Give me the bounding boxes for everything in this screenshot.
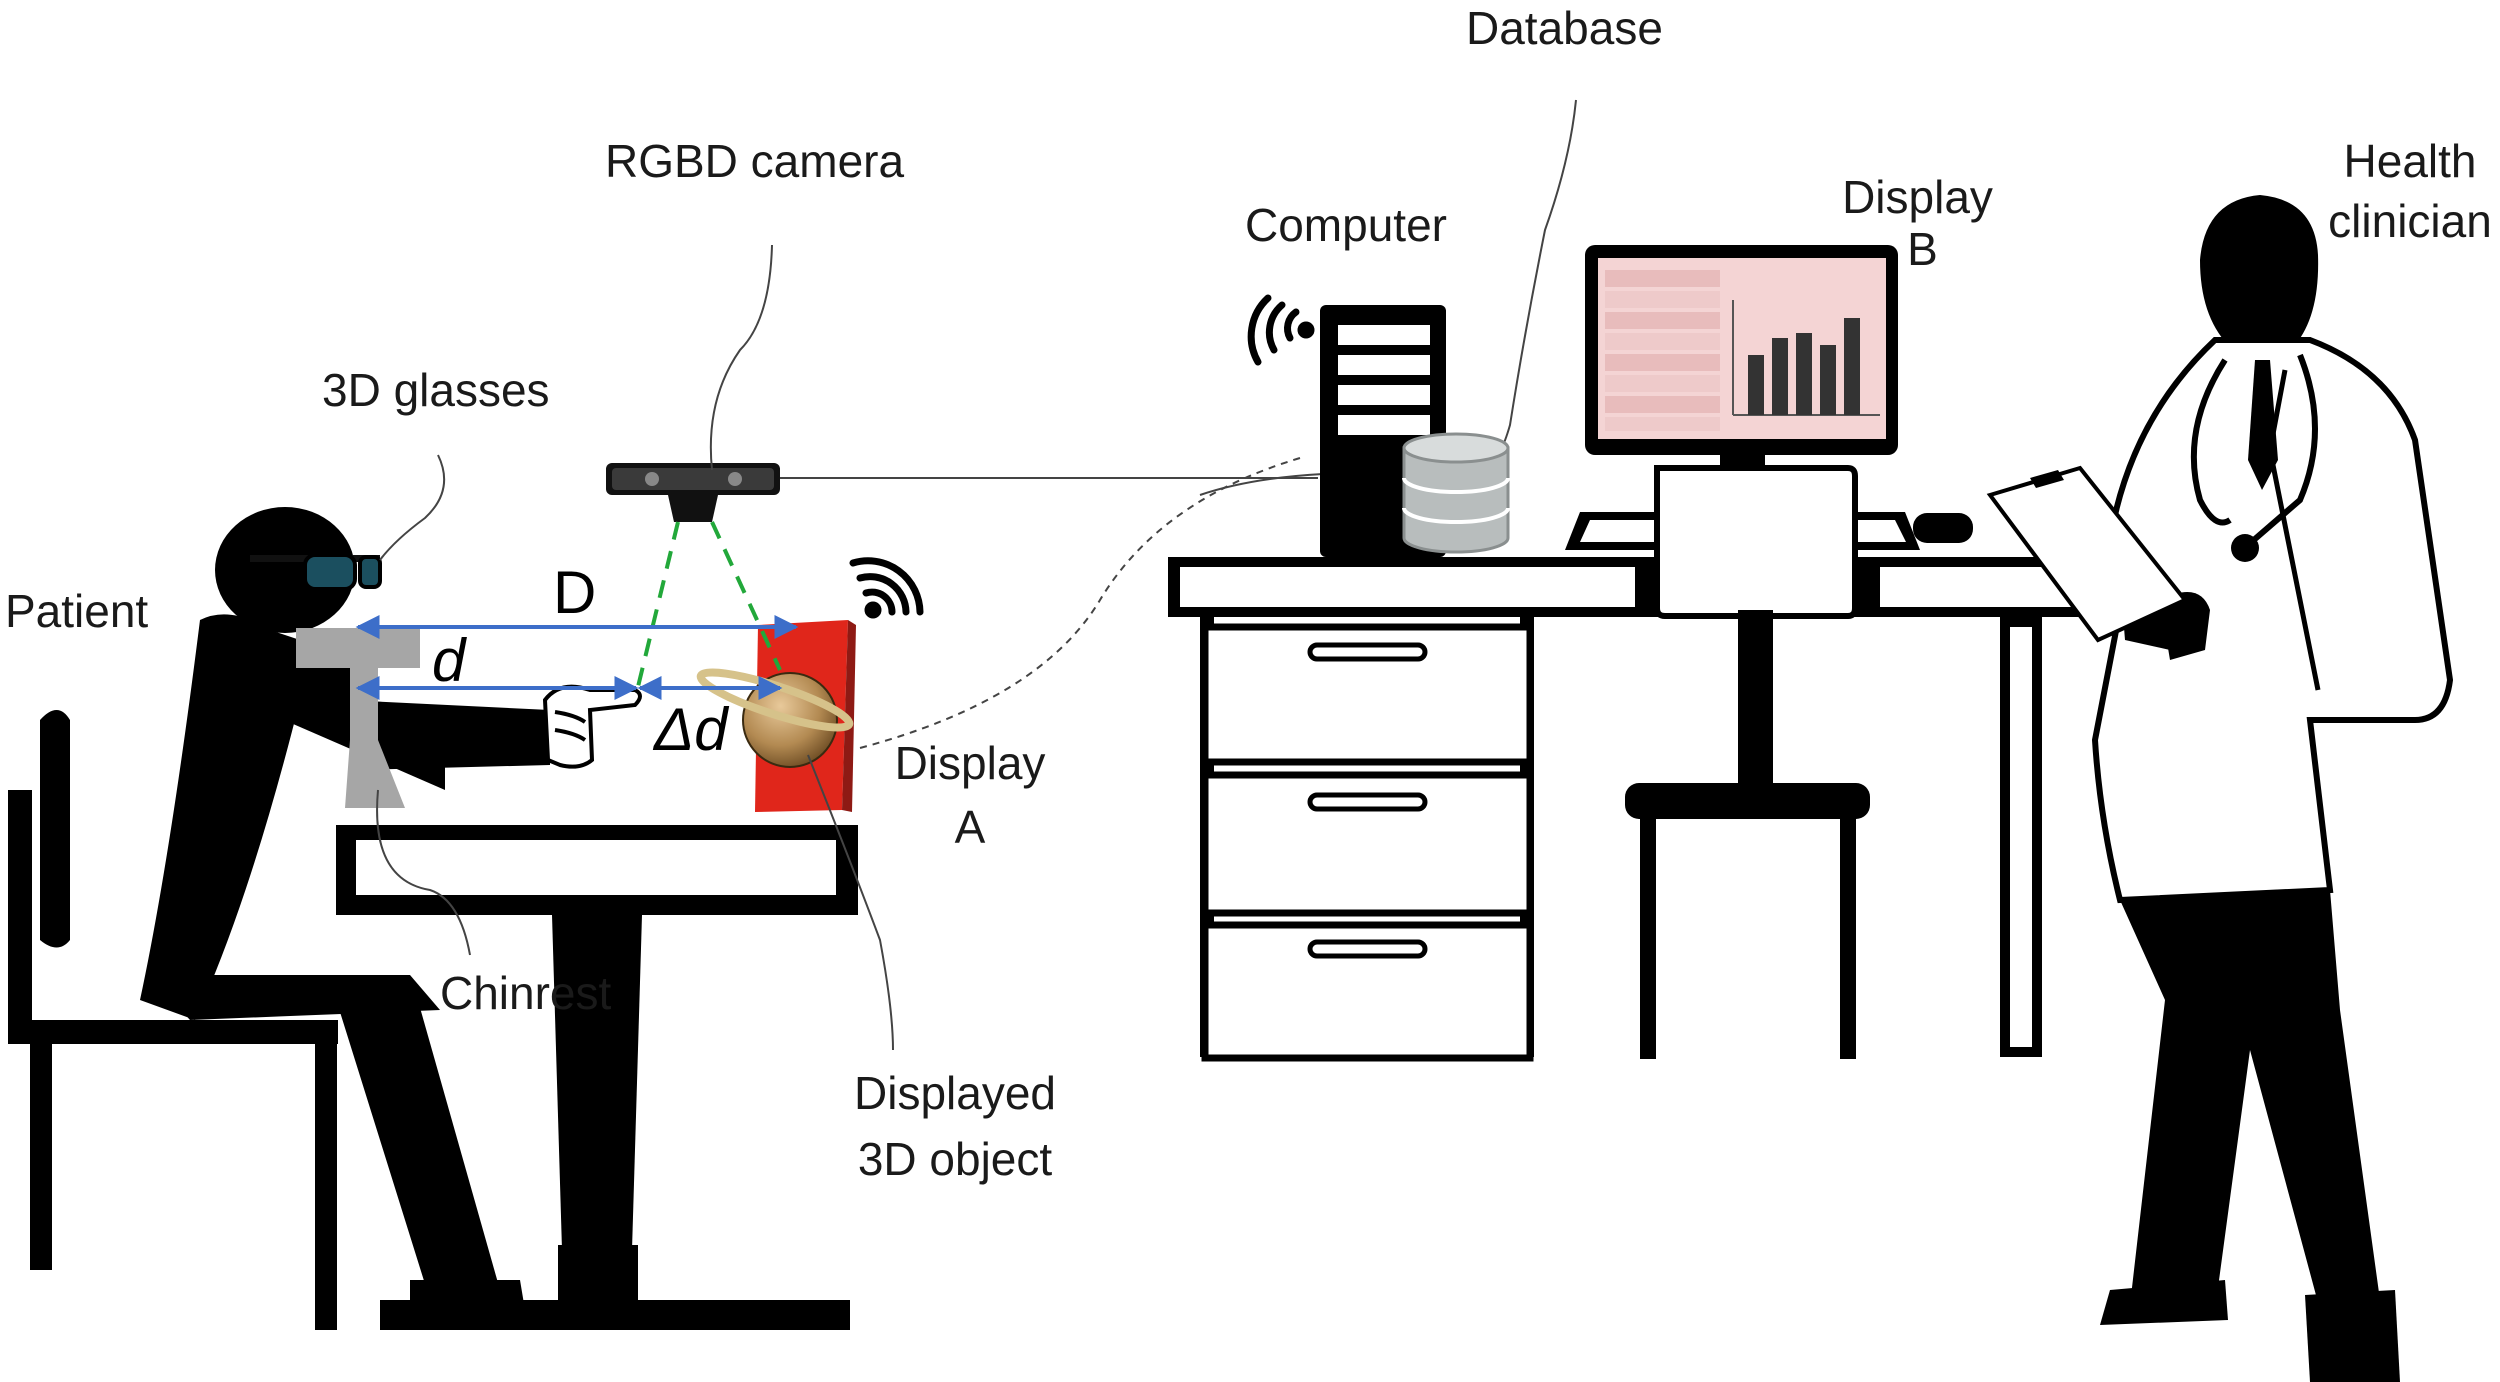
label-rgbd-camera: RGBD camera [605, 135, 905, 187]
bar-chart-icon [1732, 300, 1880, 416]
label-health-clinician: Health clinician [2300, 128, 2500, 254]
wifi-icon [849, 557, 924, 619]
label-computer: Computer [1245, 199, 1447, 251]
label-chinrest: Chinrest [440, 967, 612, 1019]
pointing-hand-icon [542, 684, 642, 769]
label-3d-glasses: 3D glasses [322, 364, 550, 416]
3d-glasses-icon [250, 553, 382, 591]
patient-silhouette [140, 507, 550, 1310]
label-database: Database [1466, 2, 1663, 54]
measure-d: d [432, 627, 466, 694]
patient-desk [336, 825, 858, 1330]
label-display-b-line2: B [1907, 223, 1938, 275]
label-displayed-line2: 3D object [857, 1133, 1053, 1185]
desk-drawers [1201, 623, 1534, 1062]
label-health-clinician-line1: Health [2343, 135, 2477, 187]
rgbd-camera-device [606, 463, 780, 522]
label-patient: Patient [5, 585, 149, 637]
clinician-silhouette [2091, 195, 2454, 1382]
measure-delta-d: Δd [654, 696, 728, 763]
mouse [1913, 513, 1973, 543]
distance-arrows [355, 615, 799, 700]
label-display-a-line1: Display [894, 737, 1046, 789]
label-displayed-line1: Displayed [854, 1067, 1056, 1119]
chinrest-shape [296, 628, 420, 808]
label-displayed-3d-object: Displayed 3D object [830, 1060, 1080, 1192]
label-display-b-line1: Display [1842, 171, 1993, 223]
database-icon [1402, 432, 1510, 554]
label-display-a-line2: A [954, 801, 986, 853]
patient-chair [8, 710, 338, 1330]
office-desk [1168, 557, 2132, 1057]
stool [1625, 610, 1870, 1059]
label-display-b: Display B [1830, 164, 2005, 282]
wifi-icon [1247, 294, 1315, 366]
measure-D: D [553, 559, 597, 626]
table-icon [1605, 270, 1720, 431]
clipboard [1986, 465, 2189, 643]
label-health-clinician-line2: clinician [2328, 195, 2492, 247]
label-display-a: Display A [860, 730, 1080, 860]
camera-field-of-view [634, 521, 782, 696]
